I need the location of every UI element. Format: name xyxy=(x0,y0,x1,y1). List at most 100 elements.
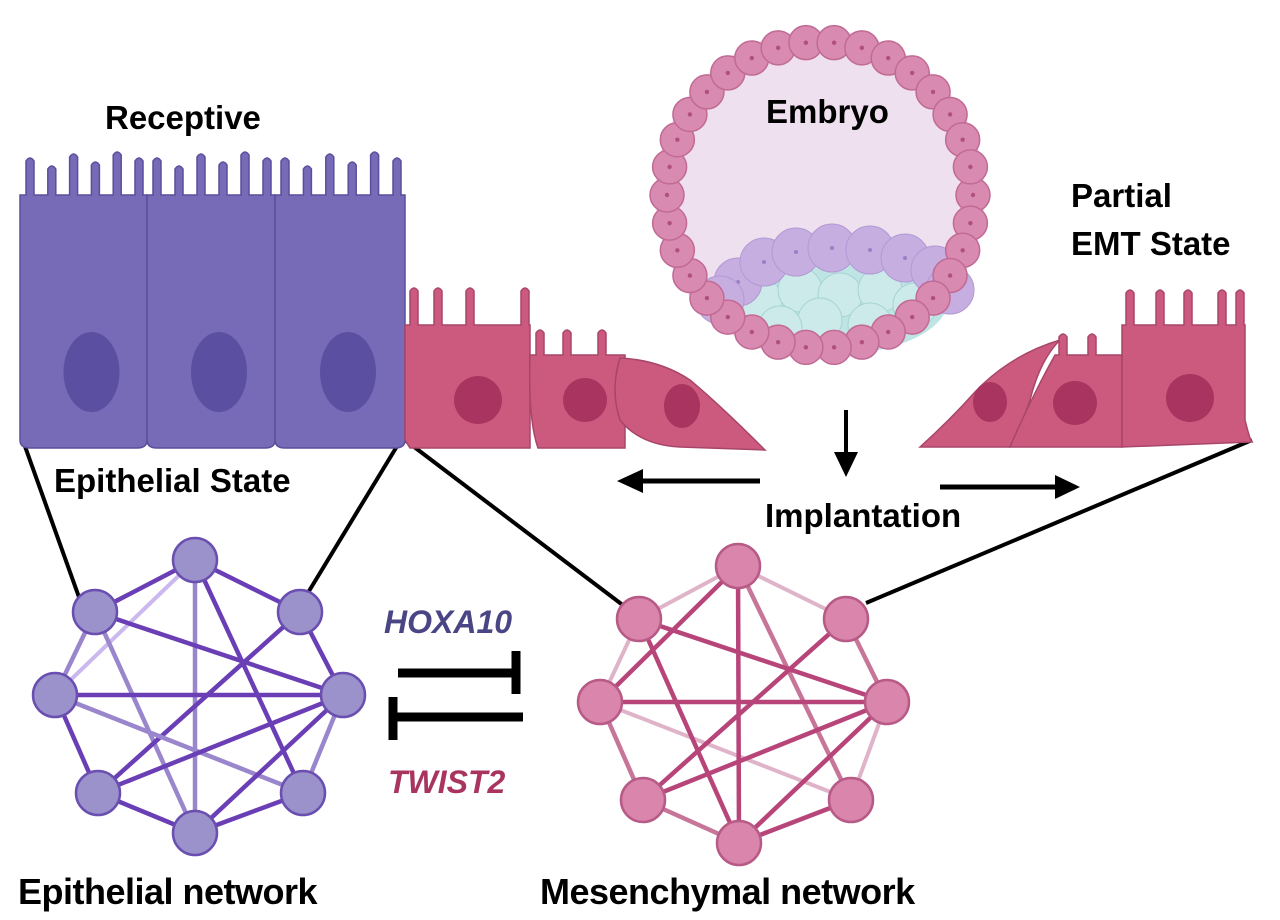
partial-emt-cell xyxy=(1121,289,1254,448)
partial-emt-cells-left xyxy=(404,287,767,451)
cell-nucleus xyxy=(1053,381,1097,425)
label-epithelial-state: Epithelial State xyxy=(54,462,291,499)
trophectoderm-nucleus xyxy=(775,339,781,345)
epithelial-network-graph xyxy=(31,536,367,857)
trophectoderm-nucleus xyxy=(667,164,672,170)
network-edge xyxy=(192,559,306,794)
trophectoderm-nucleus xyxy=(687,273,693,278)
network-edge xyxy=(92,611,198,834)
network-node xyxy=(171,536,219,584)
trophectoderm-nucleus xyxy=(725,314,730,320)
trophectoderm-nucleus xyxy=(859,45,865,51)
network-edge xyxy=(193,693,345,835)
trophectoderm-nucleus xyxy=(859,339,865,345)
network-edge xyxy=(735,565,742,844)
network-edge xyxy=(737,700,889,845)
cell-nucleus xyxy=(454,376,502,424)
network-edge xyxy=(735,565,854,801)
trophectoderm-nucleus xyxy=(704,295,710,301)
network-edge xyxy=(97,692,344,796)
trophectoderm-nucleus xyxy=(803,345,809,350)
trophectoderm-nucleus xyxy=(968,220,973,226)
icm-cell-nucleus xyxy=(830,246,834,250)
network-edge xyxy=(598,564,740,704)
connector-lines xyxy=(20,436,1253,608)
gene-hoxa10: HOXA10 xyxy=(384,604,513,640)
partial-emt-cell xyxy=(404,287,531,449)
network-node xyxy=(319,671,367,719)
epithelial-nucleus xyxy=(320,332,376,412)
connector-emt-to-mes xyxy=(865,438,1253,605)
network-node xyxy=(715,819,763,867)
cell-nucleus xyxy=(1166,374,1214,422)
cell-nucleus xyxy=(563,378,607,422)
network-node xyxy=(863,678,911,726)
network-node xyxy=(74,769,122,817)
label-implantation: Implantation xyxy=(765,497,962,534)
network-node xyxy=(619,776,667,824)
arrow-left-head xyxy=(617,469,643,493)
network-node xyxy=(31,671,79,719)
network-node xyxy=(615,595,663,643)
label-receptive: Receptive xyxy=(105,99,261,136)
trophectoderm-nucleus xyxy=(968,164,973,170)
network-node xyxy=(279,769,327,817)
network-node xyxy=(71,588,119,636)
label-partial-emt-line2: EMT State xyxy=(1071,225,1231,262)
label-embryo: Embryo xyxy=(766,93,889,130)
trophectoderm-nucleus xyxy=(675,137,680,142)
trophectoderm-nucleus xyxy=(910,70,915,76)
connector-epi-right xyxy=(304,436,404,598)
trophectoderm-nucleus xyxy=(704,89,710,95)
trophectoderm-nucleus xyxy=(930,295,936,301)
trophectoderm-nucleus xyxy=(667,220,672,226)
implantation-arrows xyxy=(617,410,1080,499)
trophectoderm-nucleus xyxy=(775,45,781,51)
arrow-right-head xyxy=(1055,475,1080,499)
network-edge xyxy=(641,617,848,802)
network-edge xyxy=(599,700,852,802)
trophectoderm-nucleus xyxy=(960,137,965,142)
trophectoderm-nucleus xyxy=(675,248,680,253)
trophectoderm-nucleus xyxy=(749,329,755,335)
network-node xyxy=(827,776,875,824)
trophectoderm-nucleus xyxy=(831,40,837,45)
network-edge xyxy=(94,609,344,698)
trophectoderm-nucleus xyxy=(749,55,755,61)
embryo-blastocyst xyxy=(649,24,991,366)
epithelial-nucleus xyxy=(63,332,120,412)
mutual-inhibition xyxy=(388,651,523,740)
icm-cell-nucleus xyxy=(903,256,907,260)
icm-cell-nucleus xyxy=(794,250,798,254)
trophectoderm-nucleus xyxy=(930,89,936,95)
connector-epi-to-mes xyxy=(403,438,626,608)
cell-nucleus xyxy=(664,384,700,428)
network-edge xyxy=(638,616,888,705)
receptive-epithelial-cells xyxy=(19,151,406,449)
label-epithelial-network: Epithelial network xyxy=(18,871,318,912)
cell-nucleus xyxy=(973,382,1007,422)
icm-cell-nucleus xyxy=(762,260,766,264)
trophectoderm-nucleus xyxy=(970,192,976,198)
label-mesenchymal-network: Mesenchymal network xyxy=(540,871,915,912)
network-edge xyxy=(96,610,302,795)
network-edge xyxy=(53,558,197,697)
trophectoderm-nucleus xyxy=(885,55,891,61)
network-node xyxy=(714,542,762,590)
network-node xyxy=(276,588,324,636)
partial-emt-cells-right xyxy=(918,289,1254,448)
trophectoderm-nucleus xyxy=(687,112,693,117)
trophectoderm-nucleus xyxy=(803,40,809,45)
trophectoderm-nucleus xyxy=(725,70,730,76)
trophectoderm-nucleus xyxy=(960,248,965,253)
trophectoderm-nucleus xyxy=(947,112,953,117)
trophectoderm-nucleus xyxy=(910,314,915,320)
network-node xyxy=(576,678,624,726)
trophectoderm-nucleus xyxy=(831,345,837,350)
network-edge xyxy=(54,692,304,796)
icm-cell-nucleus xyxy=(868,248,872,252)
network-node xyxy=(171,809,219,857)
arrow-down-head xyxy=(834,452,858,477)
trophectoderm-nucleus xyxy=(664,192,670,198)
